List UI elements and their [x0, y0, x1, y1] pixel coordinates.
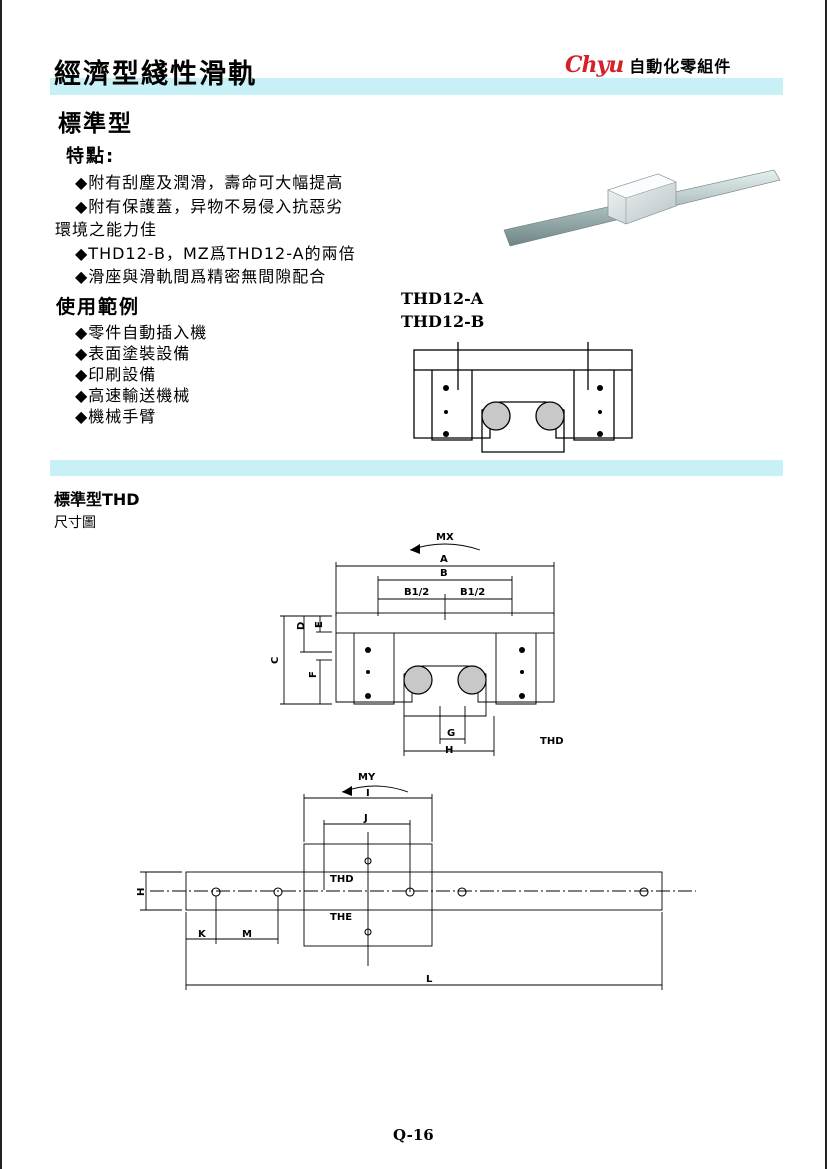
usage-item: ◆印刷設備	[75, 365, 157, 384]
page-border-left	[0, 0, 2, 1169]
label-g: G	[447, 728, 455, 739]
label-c: C	[270, 657, 281, 664]
label-f: F	[308, 671, 319, 678]
product-photo	[503, 169, 781, 247]
usage-item: ◆機械手臂	[75, 407, 157, 426]
section-divider-band	[50, 460, 783, 476]
label-b-half-right: B1/2	[460, 587, 485, 598]
feature-list: ◆附有刮塵及潤滑，壽命可大幅提高 ◆附有保護蓋，异物不易侵入抗惡劣 環境之能力佳…	[55, 171, 415, 289]
label-b: B	[440, 568, 448, 579]
label-a: A	[440, 554, 448, 565]
front-dimension-drawing: MX A B B1/2 B1/2 C D E F G H THD	[270, 532, 564, 756]
brand-tagline: 自動化零組件	[629, 57, 732, 76]
label-thd: THD	[330, 874, 354, 885]
usage-item: ◆零件自動插入機	[75, 323, 208, 342]
top-dimension-drawing: MY I J H K M L THD THE	[136, 772, 696, 990]
label-the: THE	[330, 912, 352, 923]
features-heading: 特點:	[66, 146, 116, 167]
feature-item: ◆附有刮塵及潤滑，壽命可大幅提高	[75, 173, 344, 192]
dimension-caption: 尺寸圖	[54, 515, 96, 531]
label-k: K	[198, 929, 207, 940]
label-h-top: H	[136, 888, 147, 896]
label-mx: MX	[436, 532, 454, 543]
label-d: D	[296, 622, 307, 630]
header-band	[50, 78, 783, 95]
label-h: H	[445, 745, 453, 756]
feature-item: ◆附有保護蓋，异物不易侵入抗惡劣	[75, 196, 344, 216]
usage-list: ◆零件自動插入機 ◆表面塗裝設備 ◆印刷設備 ◆高速輸送機械 ◆機械手臂	[75, 322, 207, 427]
model-label: THD12-B	[401, 312, 485, 331]
usage-heading: 使用範例	[56, 296, 141, 318]
label-l: L	[426, 974, 433, 985]
model-labels: THD12-A THD12-B	[401, 287, 484, 333]
feature-item: ◆滑座與滑軌間爲精密無間隙配合	[75, 267, 327, 286]
feature-item: 環境之能力佳	[55, 220, 158, 239]
standard-heading: 標準型	[58, 111, 133, 137]
page-number: Q-16	[393, 1126, 434, 1144]
label-e: E	[314, 621, 325, 628]
label-model: THD	[540, 736, 564, 747]
brand-logo: Chyu	[565, 52, 624, 78]
page-border-right	[825, 0, 827, 1169]
label-j: J	[363, 813, 368, 824]
label-b-half-left: B1/2	[404, 587, 429, 598]
model-label: THD12-A	[401, 289, 484, 308]
cross-section-preview	[413, 342, 633, 453]
thd-heading: 標準型THD	[54, 490, 140, 509]
brand: Chyu 自動化零組件	[565, 52, 731, 78]
usage-item: ◆表面塗裝設備	[75, 344, 191, 363]
page-title: 經濟型綫性滑軌	[54, 59, 257, 90]
feature-item: ◆THD12-B，MZ爲THD12-A的兩倍	[75, 243, 356, 263]
label-i: I	[366, 788, 370, 799]
usage-item: ◆高速輸送機械	[75, 386, 191, 405]
label-m: M	[242, 929, 252, 940]
label-my: MY	[358, 772, 376, 783]
